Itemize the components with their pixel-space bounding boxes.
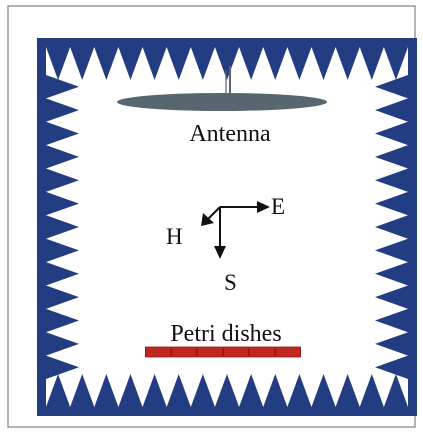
absorber-cones — [46, 47, 408, 407]
petri-dish-tray — [145, 347, 301, 357]
petri-dishes-label: Petri dishes — [170, 321, 281, 347]
absorber-cone-top — [311, 47, 336, 80]
absorber-cone-bottom — [46, 374, 71, 407]
absorber-cone-bottom — [335, 374, 360, 407]
petri-dish — [223, 346, 249, 358]
absorber-cone-bottom — [359, 374, 384, 407]
antenna — [117, 66, 327, 111]
absorber-cone-top — [190, 47, 215, 80]
absorber-cone-right — [375, 238, 408, 263]
absorber-cone-top — [70, 47, 95, 80]
absorber-cone-left — [46, 168, 79, 192]
petri-dish — [249, 346, 275, 358]
absorber-cone-left — [46, 355, 79, 379]
absorber-cone-bottom — [118, 374, 143, 407]
petri-dish-row — [145, 346, 301, 358]
absorber-cone-bottom — [142, 374, 167, 407]
absorber-cone-left — [46, 308, 79, 333]
absorber-cone-top — [166, 47, 191, 80]
absorber-cone-left — [46, 285, 79, 309]
absorber-cone-left — [46, 191, 79, 216]
absorber-cone-bottom — [94, 374, 119, 407]
absorber-cone-bottom — [70, 374, 95, 407]
absorber-cone-left — [46, 98, 79, 122]
absorber-cone-right — [375, 75, 408, 99]
petri-dish — [145, 346, 171, 358]
absorber-cone-top — [118, 47, 143, 80]
absorber-cone-right — [375, 262, 408, 286]
absorber-cone-top — [287, 47, 312, 80]
e-field-label: E — [271, 194, 285, 219]
absorber-cone-left — [46, 121, 79, 146]
absorber-cone-right — [375, 332, 408, 356]
absorber-cone-right — [375, 308, 408, 333]
absorber-cone-bottom — [263, 374, 288, 407]
absorber-cone-right — [375, 121, 408, 146]
absorber-cone-bottom — [190, 374, 215, 407]
absorber-cone-top — [335, 47, 360, 80]
absorber-cone-bottom — [383, 374, 408, 407]
absorber-cone-left — [46, 215, 79, 239]
absorber-cone-top — [263, 47, 288, 80]
absorber-cone-top — [214, 47, 240, 80]
s-vector-label: S — [224, 270, 237, 295]
absorber-cone-left — [46, 262, 79, 286]
absorber-cone-left — [46, 332, 79, 356]
h-field-arrowhead — [201, 213, 214, 226]
h-field-label: H — [166, 224, 183, 249]
absorber-cone-bottom — [166, 374, 191, 407]
field-vectors — [201, 201, 270, 259]
absorber-cone-right — [375, 215, 408, 239]
s-vector-arrowhead — [214, 246, 226, 259]
absorber-cone-left — [46, 75, 79, 99]
e-field-arrowhead — [257, 201, 270, 213]
petri-dish — [197, 346, 223, 358]
absorber-cone-right — [375, 191, 408, 216]
absorber-cone-top — [383, 47, 408, 80]
absorber-cone-left — [46, 238, 79, 263]
antenna-element — [117, 93, 327, 111]
absorber-cone-bottom — [311, 374, 336, 407]
absorber-cone-right — [375, 98, 408, 122]
absorber-cone-top — [359, 47, 384, 80]
absorber-cone-right — [375, 168, 408, 192]
absorber-cone-top — [239, 47, 264, 80]
antenna-label: Antenna — [189, 121, 271, 147]
absorber-cone-top — [46, 47, 71, 80]
absorber-cone-bottom — [239, 374, 264, 407]
petri-dish — [275, 346, 301, 358]
absorber-cone-right — [375, 145, 408, 169]
absorber-cone-top — [94, 47, 119, 80]
absorber-cone-bottom — [287, 374, 312, 407]
absorber-cone-top — [142, 47, 167, 80]
petri-dish — [171, 346, 197, 358]
absorber-cone-bottom — [214, 374, 240, 407]
absorber-cone-left — [46, 145, 79, 169]
absorber-cone-right — [375, 285, 408, 309]
absorber-cone-right — [375, 355, 408, 379]
